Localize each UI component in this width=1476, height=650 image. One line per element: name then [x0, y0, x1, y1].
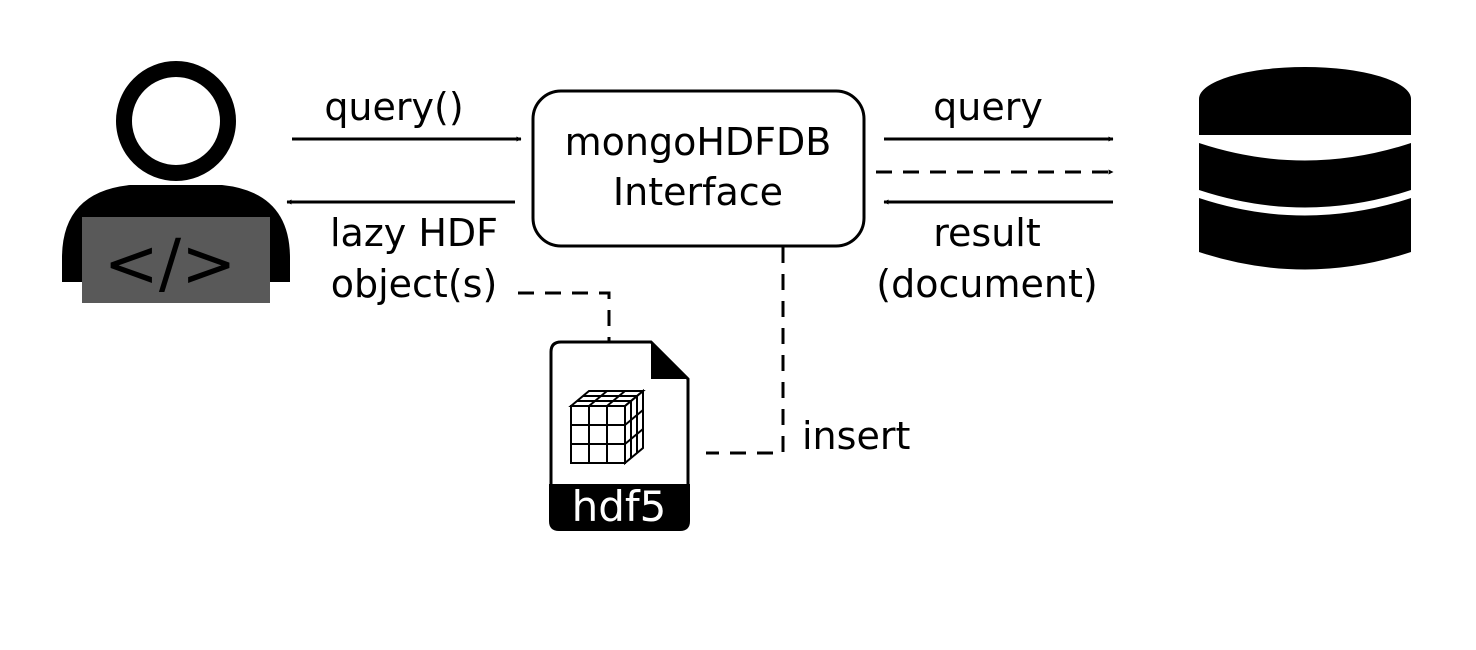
result-label-line1: result — [933, 211, 1041, 255]
interface-title-line1: mongoHDFDB — [565, 120, 832, 164]
developer-icon: </> — [62, 61, 290, 303]
code-symbol: </> — [104, 225, 237, 302]
db-query-label: query — [933, 85, 1043, 129]
user-query-label: query() — [324, 85, 463, 129]
insert-label: insert — [802, 414, 910, 458]
lazy-label-line2: object(s) — [331, 262, 498, 306]
insert-connector — [706, 247, 785, 455]
interface-title-line2: Interface — [613, 170, 783, 214]
laptop-screen — [82, 217, 270, 303]
lazy-file-connector — [518, 291, 611, 342]
result-label-line2: (document) — [876, 262, 1097, 306]
interface-box: mongoHDFDB Interface — [531, 89, 866, 248]
hdf5-file-icon: hdf5 — [549, 340, 690, 531]
lazy-label-line1: lazy HDF — [330, 211, 498, 255]
database-icon — [1199, 67, 1411, 270]
file-type-label: hdf5 — [572, 482, 667, 531]
data-cube-icon — [568, 388, 646, 466]
